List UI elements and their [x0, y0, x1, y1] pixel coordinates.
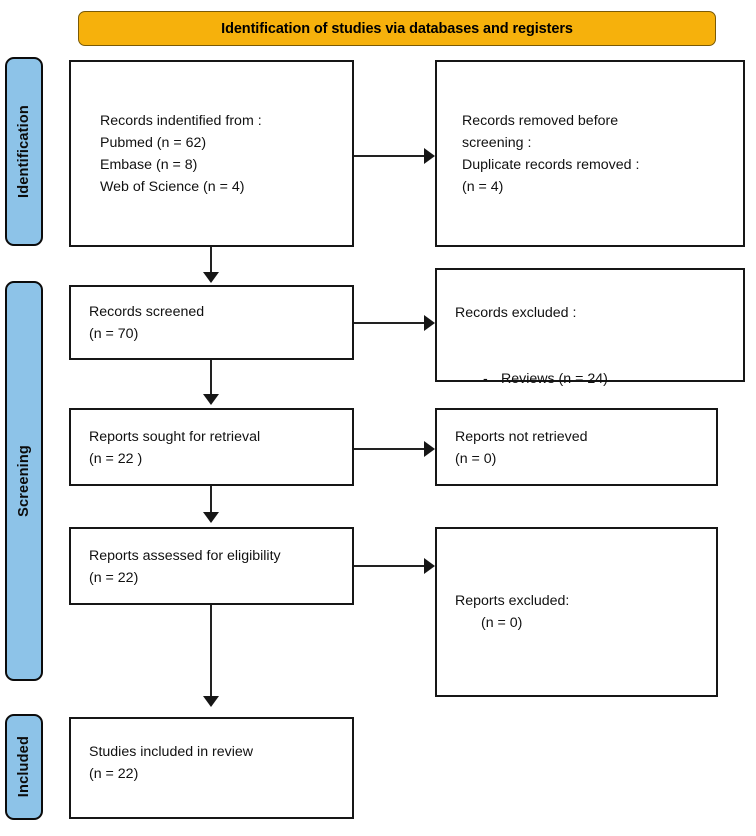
box-reports-sought-for-retrieval: Reports sought for retrieval (n = 22 ) [69, 408, 354, 486]
arrowhead-sought-to-assessed [203, 512, 219, 523]
arrowhead-screened-to-excluded [424, 315, 435, 331]
stage-label-identification: Identification [5, 57, 43, 246]
connector-assessed-to-excluded [354, 565, 424, 567]
stage-label-included-text: Included [16, 736, 32, 798]
diagram-title: Identification of studies via databases … [221, 20, 573, 37]
box-reports-sought-text: Reports sought for retrieval (n = 22 ) [89, 429, 261, 467]
connector-screened-to-sought [210, 360, 212, 396]
bullet-dash-icon: - [483, 371, 488, 387]
connector-identified-to-removed [354, 155, 424, 157]
box-records-screened-text: Records screened (n = 70) [89, 304, 205, 342]
box-reports-excluded-content: Reports excluded: (n = 0) [455, 568, 706, 656]
box-records-excluded: Records excluded : - Reviews (n = 24) - … [435, 268, 745, 475]
stage-label-identification-text: Identification [16, 104, 32, 199]
box-records-excluded-title: Records excluded : [455, 305, 577, 321]
box-reports-not-retrieved-text: Reports not retrieved (n = 0) [455, 429, 588, 467]
box-records-removed-before-screening: Records removed before screening : Dupli… [435, 60, 745, 247]
connector-sought-to-assessed [210, 486, 212, 514]
box-records-removed-text: Records removed before screening : Dupli… [462, 112, 640, 195]
arrowhead-screened-to-sought [203, 394, 219, 405]
list-item-label: Reviews (n = 24) [501, 371, 608, 387]
stage-label-included: Included [5, 714, 43, 820]
connector-assessed-to-included [210, 605, 212, 698]
box-records-screened: Records screened (n = 70) [69, 285, 354, 360]
arrowhead-identified-to-screened [203, 272, 219, 283]
box-studies-included-text: Studies included in review (n = 22) [89, 744, 254, 782]
box-reports-not-retrieved: Reports not retrieved (n = 0) [435, 408, 718, 486]
connector-screened-to-excluded [354, 322, 424, 324]
box-reports-assessed-text: Reports assessed for eligibility (n = 22… [89, 548, 281, 586]
connector-identified-to-screened [210, 247, 212, 274]
stage-label-screening: Screening [5, 281, 43, 681]
box-reports-excluded-count: (n = 0) [481, 615, 523, 631]
connector-sought-to-not-retrieved [354, 448, 424, 450]
box-records-identified-text: Records indentified from : Pubmed (n = 6… [100, 112, 262, 195]
box-reports-excluded-title: Reports excluded: [455, 593, 570, 609]
box-reports-assessed-for-eligibility: Reports assessed for eligibility (n = 22… [69, 527, 354, 605]
diagram-header-banner: Identification of studies via databases … [78, 11, 716, 46]
arrowhead-sought-to-not-retrieved [424, 441, 435, 457]
list-item: - Reviews (n = 24) [455, 368, 733, 390]
arrowhead-assessed-to-excluded [424, 558, 435, 574]
stage-label-screening-text: Screening [16, 445, 32, 517]
arrowhead-assessed-to-included [203, 696, 219, 707]
box-records-identified: Records indentified from : Pubmed (n = 6… [69, 60, 354, 247]
box-reports-excluded: Reports excluded: (n = 0) [435, 527, 718, 697]
box-studies-included-in-review: Studies included in review (n = 22) [69, 717, 354, 819]
arrowhead-identified-to-removed [424, 148, 435, 164]
